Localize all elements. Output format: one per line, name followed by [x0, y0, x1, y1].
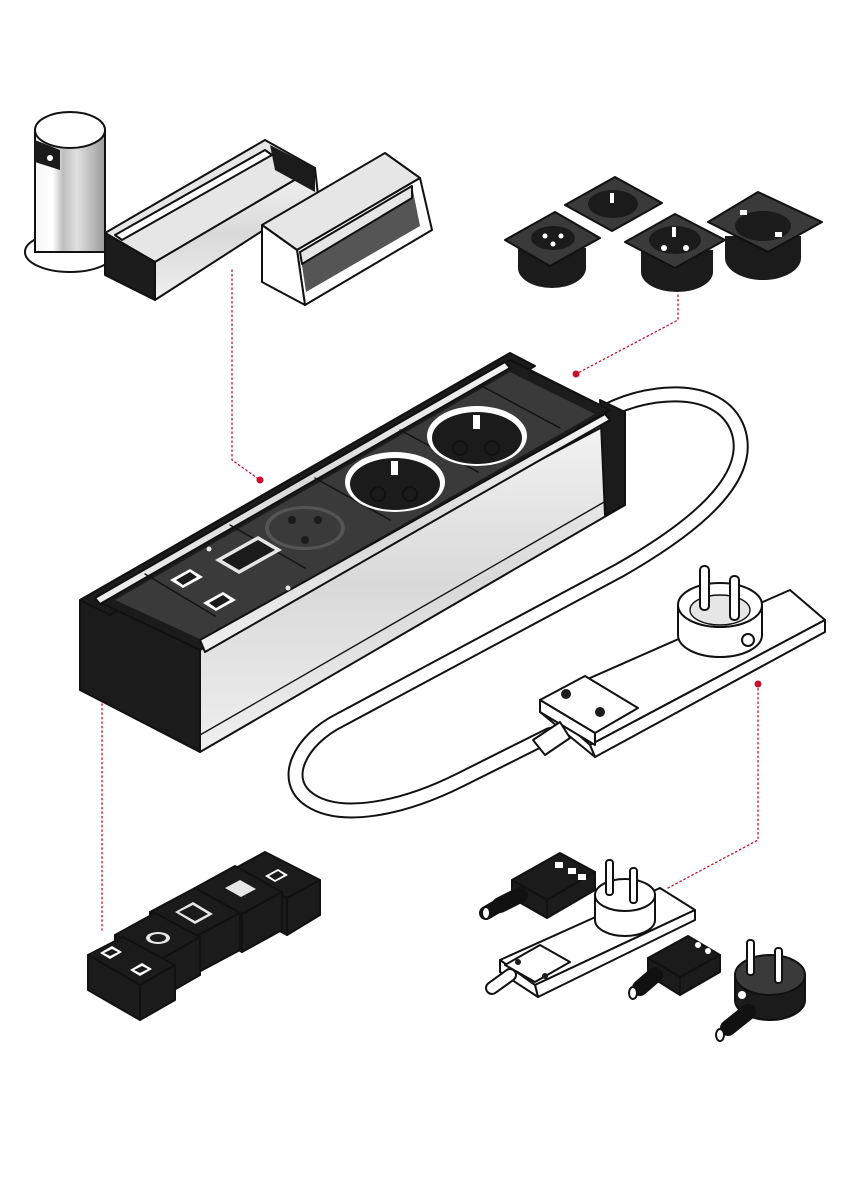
desk-trough	[104, 139, 319, 301]
mounting-options	[24, 111, 433, 306]
white-cable-plate	[485, 859, 696, 998]
leader-dot-cables	[754, 680, 762, 688]
angled-schuko-plug	[715, 939, 806, 1042]
c7-connector	[628, 935, 721, 1000]
socket-inserts	[504, 176, 823, 292]
leader-sockets	[575, 294, 679, 375]
gst-connector	[479, 852, 596, 920]
dvi-port	[206, 536, 291, 591]
leader-dot-mounting	[256, 476, 264, 484]
leader-cables	[667, 683, 759, 889]
insert-schuko-3	[707, 191, 823, 280]
insert-schuko-2	[624, 213, 726, 292]
data-modules	[87, 851, 321, 1021]
rj45-ports	[170, 569, 236, 611]
leader-dot-sockets	[572, 370, 580, 378]
insert-swiss	[504, 211, 601, 288]
power-cable	[287, 386, 749, 819]
module-rj45-double	[87, 936, 176, 1021]
schuko-socket-1	[345, 452, 445, 512]
cable-plug-plate	[532, 565, 826, 758]
round-pop-up-post	[24, 111, 116, 273]
leader-mounting	[231, 269, 261, 481]
power-strip	[79, 352, 626, 753]
swiss-socket	[265, 506, 345, 550]
connection-cables	[479, 852, 806, 1042]
bridge-housing	[261, 152, 433, 306]
schuko-socket-2	[427, 406, 527, 466]
insert-schuko-1	[564, 176, 663, 232]
